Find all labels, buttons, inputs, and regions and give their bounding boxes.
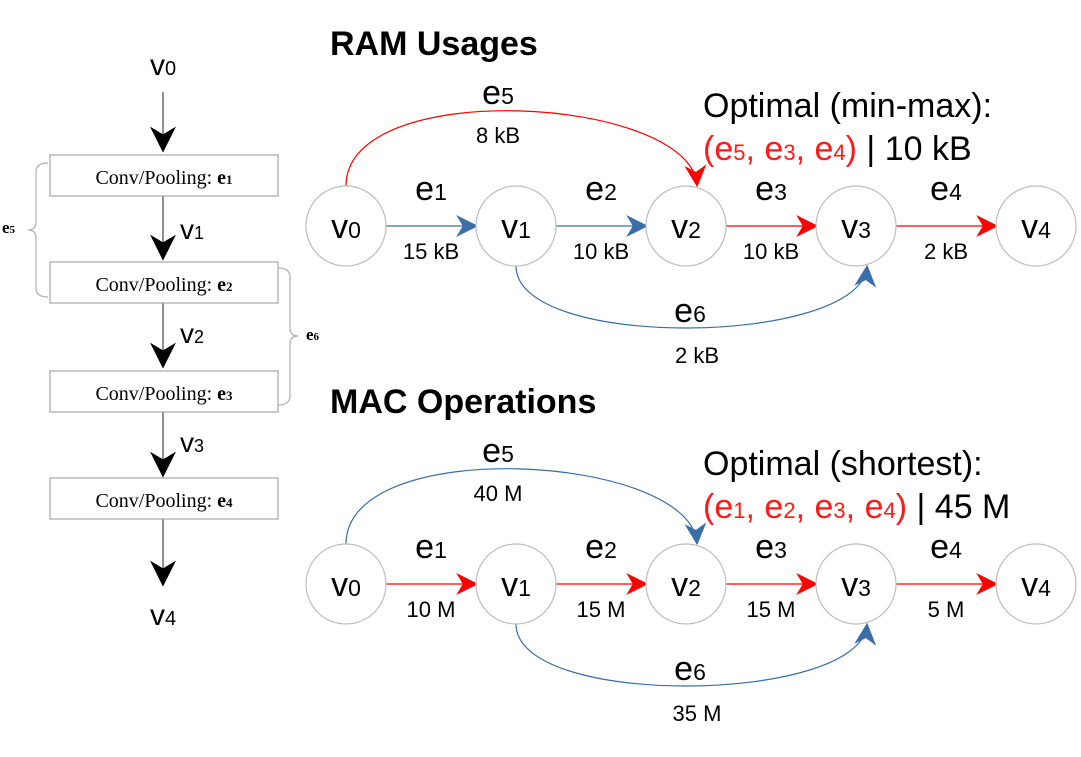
skip-label-e6: e6 [306,325,320,344]
edge-label-e2: e2 [585,528,617,566]
layer-label-2: Conv/Pooling: e2 [95,274,232,296]
optimal-path: (e1, e2, e3, e4) | 45 M [703,488,1010,526]
layer-label-1: Conv/Pooling: e1 [95,167,232,189]
edge-label-e3: e3 [755,528,787,566]
node-label-v4: v4 [1021,566,1051,604]
layer-pipeline: Conv/Pooling: e1 Conv/Pooling: e2 Conv/Poo… [2,49,320,632]
skip-edge-e6 [515,264,877,329]
edge-weight-e2: 10 kB [573,239,629,264]
optimal-heading: Optimal (shortest): [703,445,983,483]
node-label-v2: v2 [671,566,701,604]
layer-label-4: Conv/Pooling: e4 [95,490,233,512]
skip-label-e6: e6 [674,292,706,330]
graph-node-v4: v4 [995,543,1077,625]
node-label-v1: v1 [501,566,531,604]
layer-label-3: Conv/Pooling: e3 [95,383,233,405]
node-label-v0: v0 [331,208,361,246]
graph-node-v4: v4 [995,185,1077,267]
skip-label-e6: e6 [674,650,706,688]
pipeline-node-v4: v4 [150,599,176,632]
edge-weight-e1: 10 M [407,597,456,622]
graph-node-v3: v3 [815,543,897,625]
edge-weight-e3: 10 kB [743,239,799,264]
graph-node-v0: v0 [305,185,387,267]
graph-node-v2: v2 [645,185,727,267]
pipeline-node-v2: v2 [180,318,204,349]
edge-label-e1: e1 [415,528,447,566]
skip-weight-e6: 35 M [673,701,722,726]
edge-label-e3: e3 [755,170,787,208]
graph-node-v3: v3 [815,185,897,267]
optimal-heading: Optimal (min-max): [703,87,992,125]
skip-label-e5: e5 [2,218,16,237]
node-label-v2: v2 [671,208,701,246]
skip-edge-e6 [515,622,877,687]
edge-weight-e1: 15 kB [403,239,459,264]
node-label-v4: v4 [1021,208,1051,246]
layer-box-3 [49,370,279,413]
graph-node-v2: v2 [645,543,727,625]
skip-brace-right [277,267,299,406]
graph-node-v1: v1 [475,543,557,625]
skip-weight-e6: 2 kB [675,343,719,368]
edge-weight-e3: 15 M [747,597,796,622]
edge-weight-e4: 2 kB [924,239,968,264]
skip-weight-e5: 8 kB [476,123,520,148]
graph-node-v1: v1 [475,185,557,267]
skip-weight-e5: 40 M [474,481,523,506]
node-label-v3: v3 [841,208,871,246]
edge-label-e2: e2 [585,170,617,208]
graph-title: RAM Usages [330,25,538,63]
optimal-path: (e5, e3, e4) | 10 kB [703,130,972,168]
skip-edge-e5 [345,110,707,188]
edge-label-e1: e1 [415,170,447,208]
node-label-v1: v1 [501,208,531,246]
edge-weight-e2: 15 M [577,597,626,622]
skip-label-e5: e5 [482,74,514,112]
node-label-v0: v0 [331,566,361,604]
skip-label-e5: e5 [482,432,514,470]
layer-box-2 [49,261,279,304]
pipeline-node-v1: v1 [180,214,204,245]
graph-node-v0: v0 [305,543,387,625]
skip-brace-left [27,162,49,298]
graph-title: MAC Operations [330,383,596,421]
edge-label-e4: e4 [930,170,962,208]
pipeline-node-v0: v0 [150,49,176,82]
edge-label-e4: e4 [930,528,962,566]
layer-box-1 [49,154,279,197]
skip-edge-e5 [345,468,707,546]
edge-weight-e4: 5 M [928,597,965,622]
node-label-v3: v3 [841,566,871,604]
pipeline-node-v3: v3 [180,427,204,458]
layer-box-4 [49,477,279,520]
